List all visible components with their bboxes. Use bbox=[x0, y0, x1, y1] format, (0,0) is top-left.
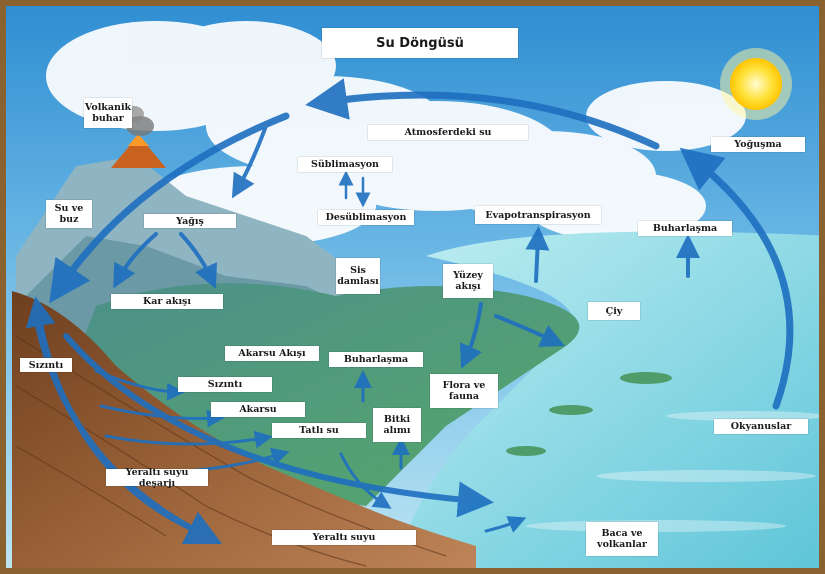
label-vents-volcanoes: Baca ve volkanlar bbox=[586, 522, 658, 556]
label-evaporation-ocean: Buharlaşma bbox=[638, 221, 732, 236]
label-atmospheric-water: Atmosferdeki su bbox=[368, 125, 528, 140]
page-title: Su Döngüsü bbox=[322, 28, 518, 58]
label-groundwater: Yeraltı suyu bbox=[272, 530, 416, 545]
sun-icon bbox=[720, 48, 792, 120]
arrow-icon bbox=[25, 78, 794, 545]
label-seepage: Sızıntı bbox=[178, 377, 272, 392]
label-desublimation: Desüblimasyon bbox=[318, 210, 414, 225]
soil-cross-section bbox=[12, 291, 476, 568]
islands bbox=[506, 372, 672, 456]
label-volcanic-steam: Volkanik buhar bbox=[84, 98, 132, 128]
label-flora-fauna: Flora ve fauna bbox=[430, 374, 498, 408]
label-surface-runoff: Yüzey akışı bbox=[443, 264, 493, 298]
label-oceans: Okyanuslar bbox=[714, 419, 808, 434]
ocean bbox=[390, 231, 819, 568]
label-plant-uptake: Bitki alımı bbox=[373, 408, 421, 442]
water-cycle-illustration bbox=[6, 6, 819, 568]
label-dew: Çiy bbox=[588, 302, 640, 320]
label-condensation: Yoğuşma bbox=[711, 137, 805, 152]
label-precipitation: Yağış bbox=[144, 214, 236, 228]
label-sublimation: Süblimasyon bbox=[298, 157, 392, 172]
label-fog-drip: Sis damlası bbox=[336, 258, 380, 294]
label-evapotranspiration: Evapotranspirasyon bbox=[475, 206, 601, 224]
label-snowmelt-runoff: Kar akışı bbox=[111, 294, 223, 309]
label-ice-and-snow: Su ve buz bbox=[46, 200, 92, 228]
label-groundwater-discharge: Yeraltı suyu deşarjı bbox=[106, 467, 208, 489]
label-streamflow: Akarsu Akışı bbox=[225, 346, 319, 361]
label-stream: Akarsu bbox=[211, 402, 305, 417]
label-seepage-left: Sızıntı bbox=[20, 358, 72, 372]
label-evaporation-land: Buharlaşma bbox=[329, 352, 423, 367]
label-freshwater: Tatlı su bbox=[272, 423, 366, 438]
